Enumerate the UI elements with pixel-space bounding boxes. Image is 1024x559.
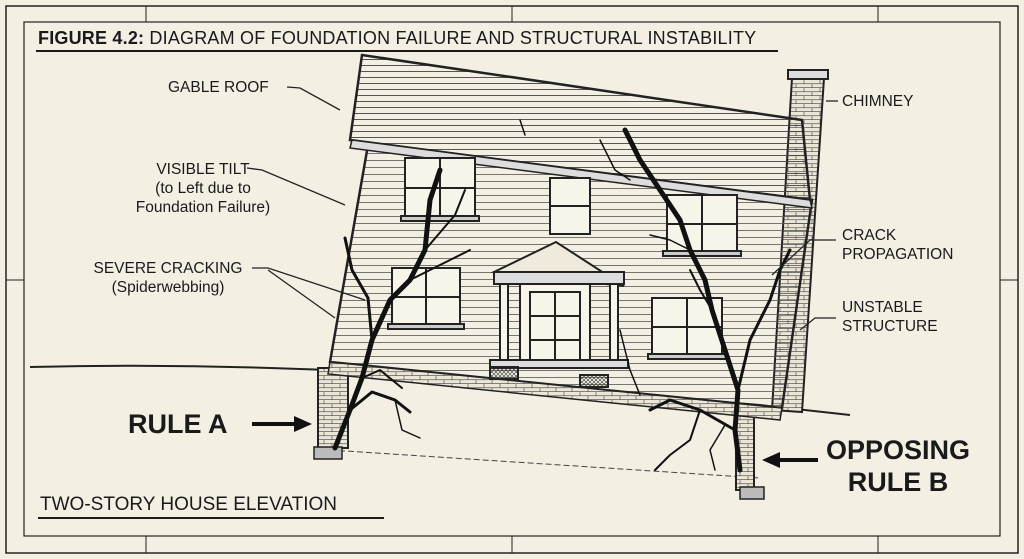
severe-cracking-note: (Spiderwebbing) xyxy=(111,279,225,296)
front-portico xyxy=(489,240,629,388)
cracks xyxy=(332,119,792,473)
leader-lines xyxy=(246,86,838,331)
window-upper-middle xyxy=(549,177,591,235)
opposing-rule-b-line-2: RULE B xyxy=(847,467,949,497)
left-foundation-pier xyxy=(313,367,349,460)
windows xyxy=(387,157,742,360)
window-upper-right xyxy=(662,194,742,257)
unstable-structure-line-2: STRUCTURE xyxy=(842,318,938,335)
window-upper-left xyxy=(400,157,480,222)
elevation-underline xyxy=(38,517,384,519)
visible-tilt-title: VISIBLE TILT xyxy=(156,161,250,178)
opposing-rule-b-label: OPPOSING RULE B xyxy=(826,434,970,498)
figure-caption: DIAGRAM OF FOUNDATION FAILURE AND STRUCT… xyxy=(149,28,757,48)
severe-cracking-title: SEVERE CRACKING xyxy=(93,260,243,277)
unstable-structure-line-1: UNSTABLE xyxy=(842,299,923,316)
ground xyxy=(29,364,851,479)
gable-roof-label: GABLE ROOF xyxy=(168,79,269,96)
sheet-frame xyxy=(5,5,1019,554)
crack-propagation-line-1: CRACK xyxy=(842,227,897,244)
figure-number: FIGURE 4.2: xyxy=(38,28,145,48)
figure-title: FIGURE 4.2: DIAGRAM OF FOUNDATION FAILUR… xyxy=(38,28,756,49)
chimney-label: CHIMNEY xyxy=(842,93,914,110)
visible-tilt-note-2: Foundation Failure) xyxy=(135,199,271,216)
visible-tilt-note-1: (to Left due to xyxy=(155,180,251,197)
visible-tilt-label: VISIBLE TILT (to Left due to Foundation … xyxy=(118,160,288,217)
crack-propagation-line-2: PROPAGATION xyxy=(842,246,954,263)
rule-a-label: RULE A xyxy=(128,409,228,439)
opposing-rule-b-line-1: OPPOSING xyxy=(826,435,971,465)
severe-cracking-label: SEVERE CRACKING (Spiderwebbing) xyxy=(78,259,258,297)
unstable-structure-label: UNSTABLE STRUCTURE xyxy=(842,298,938,336)
title-underline xyxy=(36,50,778,52)
rule-arrows xyxy=(252,416,818,468)
window-lower-left xyxy=(387,267,465,330)
crack-propagation-label: CRACK PROPAGATION xyxy=(842,226,953,264)
elevation-caption: TWO-STORY HOUSE ELEVATION xyxy=(40,494,338,515)
window-lower-right xyxy=(647,297,727,360)
